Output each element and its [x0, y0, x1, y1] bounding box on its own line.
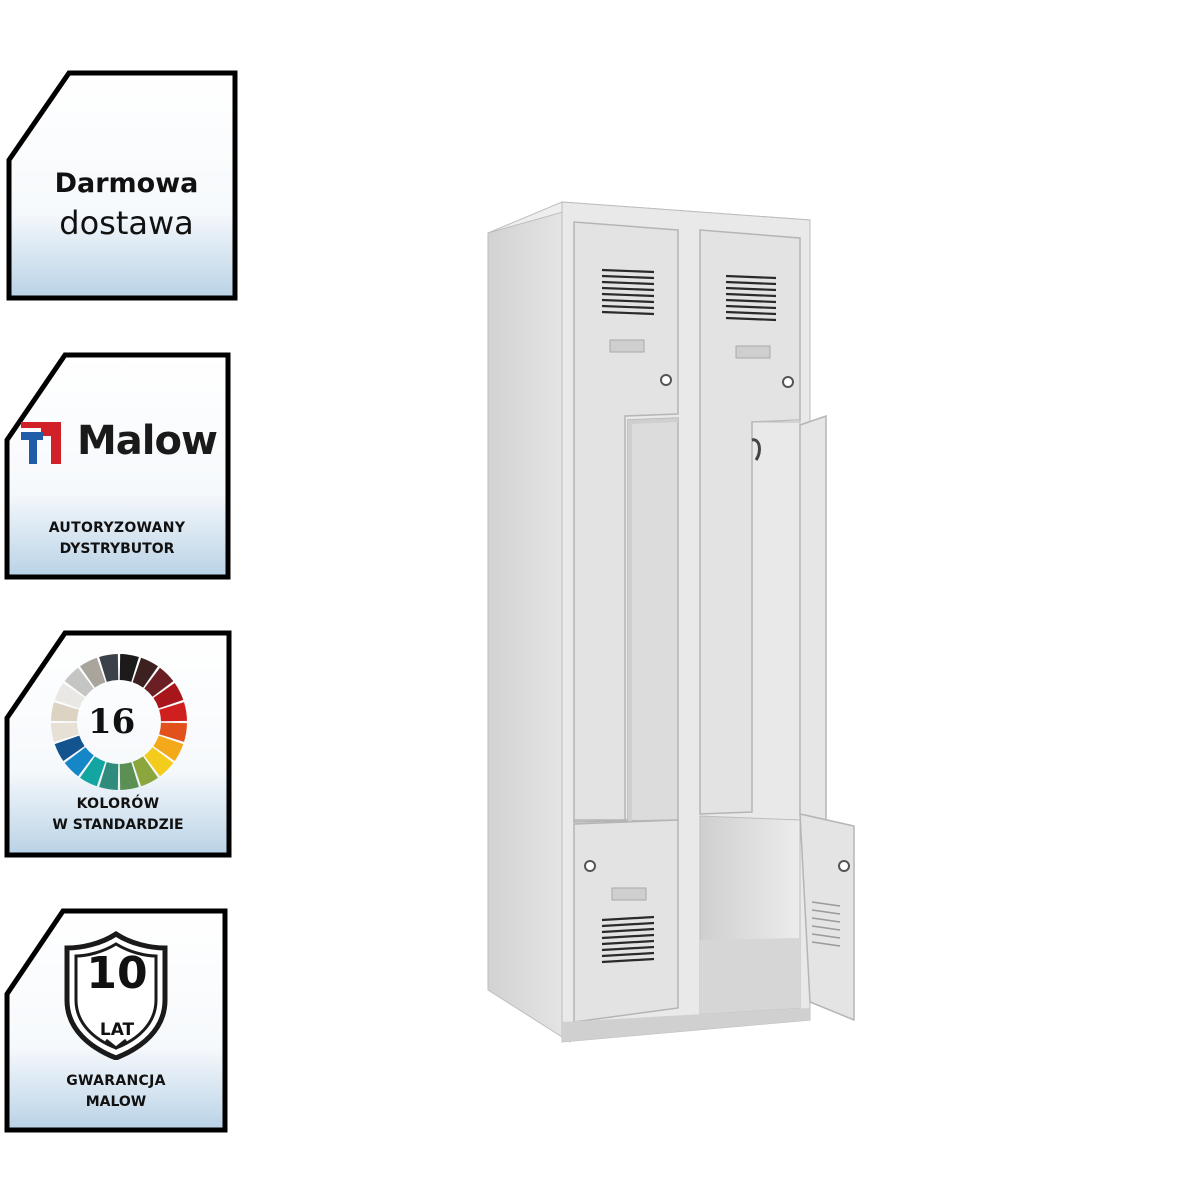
- color-swatch: [153, 682, 184, 709]
- badge-frame: [6, 70, 238, 301]
- free-delivery-badge: Darmowa dostawa: [5, 70, 238, 301]
- delivery-line1: Darmowa: [54, 168, 199, 199]
- color-count: 16: [88, 702, 136, 742]
- warranty-line1: GWARANCJA: [66, 1073, 166, 1089]
- malow-logo-icon: [21, 422, 61, 464]
- color-swatch: [64, 747, 94, 777]
- colors-line2: W STANDARDZIE: [52, 817, 184, 833]
- color-swatch: [99, 762, 119, 790]
- colors-badge: 16 KOLORÓW W STANDARDZIE: [3, 630, 233, 858]
- warranty-unit: LAT: [99, 1020, 135, 1040]
- delivery-line2: dostawa: [59, 204, 194, 242]
- color-swatch: [119, 654, 139, 682]
- color-swatch: [159, 702, 187, 722]
- warranty-number: 10: [86, 948, 148, 999]
- color-swatch: [79, 657, 106, 688]
- locker-icon: [487, 201, 855, 1043]
- color-swatch: [54, 735, 85, 762]
- authorized-distributor-badge: Malow AUTORYZOWANY DYSTRYBUTOR: [3, 352, 231, 580]
- colors-line1: KOLORÓW: [76, 796, 160, 812]
- warranty-badge: 10 LAT GWARANCJA MALOW: [3, 908, 229, 1134]
- color-swatch: [54, 682, 85, 709]
- brand-name: Malow: [77, 418, 218, 464]
- color-swatch: [144, 747, 174, 777]
- color-swatch: [119, 762, 139, 790]
- product-image: [470, 190, 870, 1055]
- shield-icon: [64, 930, 168, 1060]
- color-swatch: [144, 667, 174, 697]
- color-swatch: [51, 722, 79, 742]
- color-swatch: [153, 735, 184, 762]
- distributor-line2: DYSTRYBUTOR: [59, 541, 175, 557]
- warranty-line2: MALOW: [85, 1094, 147, 1110]
- color-swatch: [79, 756, 106, 787]
- badge-frame: [4, 352, 231, 580]
- distributor-line1: AUTORYZOWANY: [48, 520, 186, 536]
- color-swatch: [51, 702, 79, 722]
- color-swatch: [64, 667, 94, 697]
- color-swatch: [159, 722, 187, 742]
- color-swatch: [132, 756, 159, 787]
- color-swatch: [132, 657, 159, 688]
- color-swatch: [99, 654, 119, 682]
- color-wheel-icon: [51, 654, 187, 790]
